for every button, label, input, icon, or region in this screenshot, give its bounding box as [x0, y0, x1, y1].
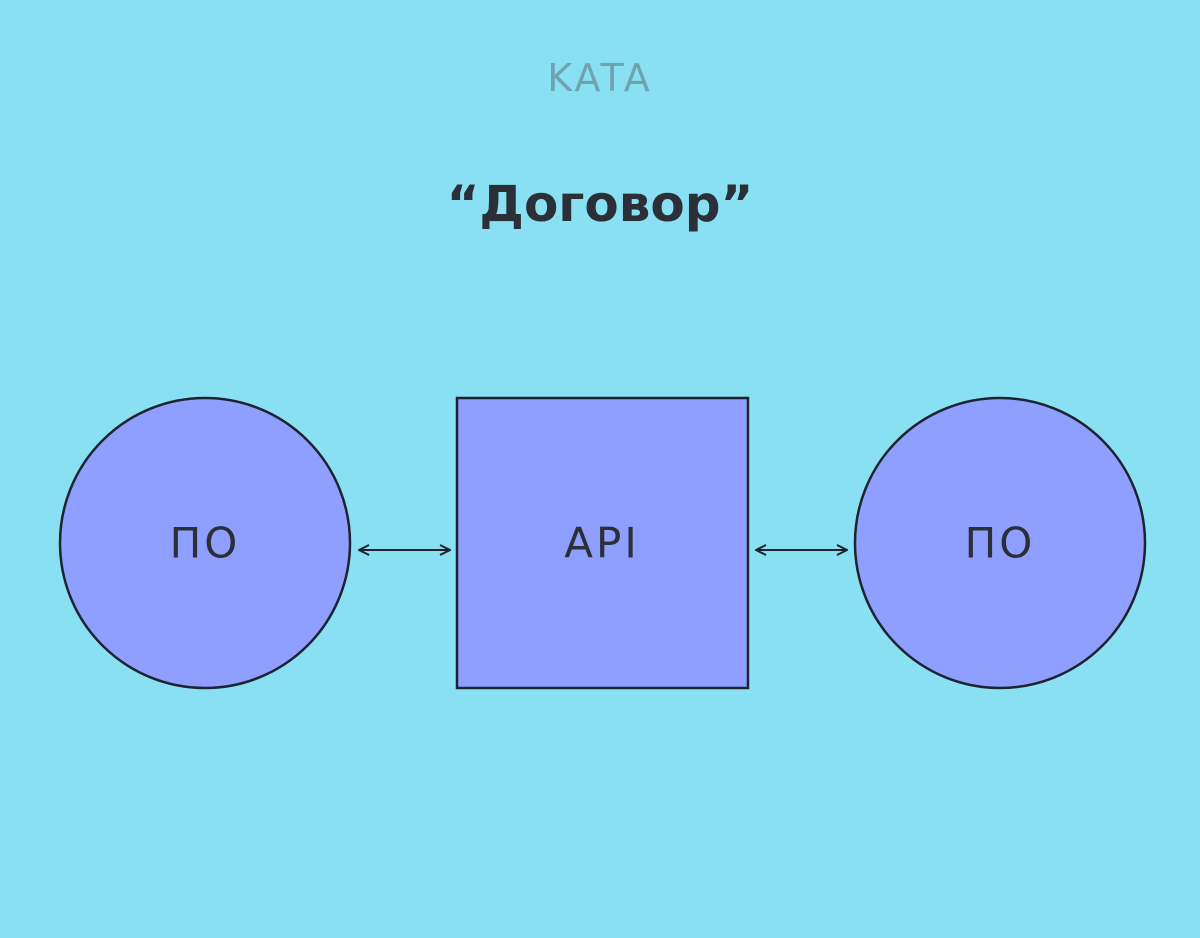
- node-right-label: ПО: [965, 519, 1036, 568]
- node-right: ПО: [853, 396, 1147, 690]
- node-left-circle: [58, 396, 352, 690]
- node-center-square: [455, 396, 750, 690]
- brand-logo-text: KATA: [547, 56, 653, 100]
- node-left: ПО: [58, 396, 352, 690]
- node-center: API: [455, 396, 750, 690]
- node-right-circle: [853, 396, 1147, 690]
- node-center-label: API: [564, 519, 639, 568]
- node-left-label: ПО: [170, 519, 241, 568]
- page-title: “Договор”: [446, 175, 754, 233]
